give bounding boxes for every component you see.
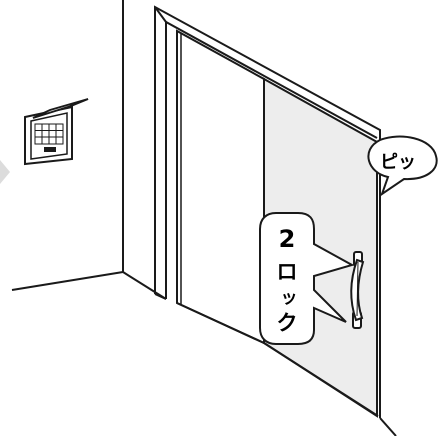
control-panel-icon bbox=[25, 99, 88, 164]
floor-to-frame-line bbox=[123, 272, 166, 299]
floor-line bbox=[12, 272, 123, 290]
beep-speech-bubble: ピッ bbox=[368, 137, 436, 194]
lock-word-char-1: ロ bbox=[277, 260, 298, 284]
lock-word-char-3: ク bbox=[277, 311, 298, 335]
lock-word-char-2: ッ bbox=[281, 288, 298, 308]
door-left-leaf bbox=[177, 31, 264, 343]
side-arrow-icon bbox=[0, 160, 10, 184]
beep-label: ピッ bbox=[380, 152, 416, 173]
panel-display bbox=[44, 147, 56, 152]
lock-count-label: 2 bbox=[279, 225, 296, 253]
